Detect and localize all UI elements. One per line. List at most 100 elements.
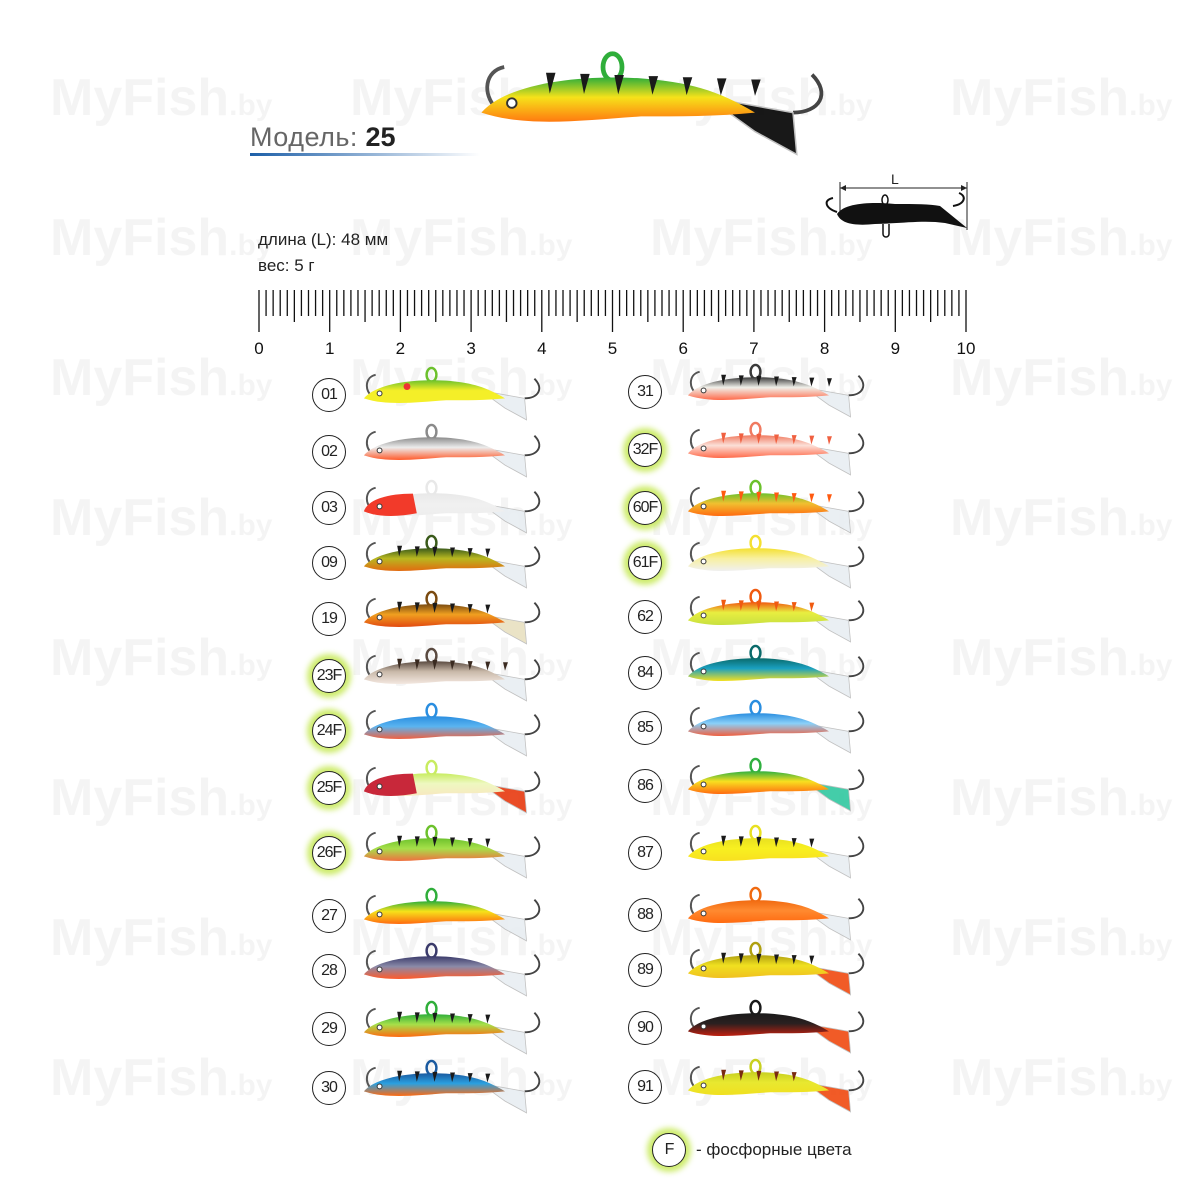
lure-color-image: [358, 1058, 554, 1122]
lure-drawing: [363, 534, 541, 589]
lure-drawing: [363, 824, 541, 879]
lure-color-image: [682, 362, 878, 426]
lure-drawing: [687, 757, 865, 812]
ruler-label: 3: [466, 339, 475, 358]
lure-color-image: [358, 589, 554, 653]
model-title: Модель: 25: [250, 122, 395, 153]
color-code-badge: 31: [628, 375, 662, 409]
color-code-badge: 25F: [312, 771, 346, 805]
lure-drawing: [363, 759, 541, 814]
watermark-text: MyFish.by: [50, 1048, 273, 1108]
color-code-badge: 23F: [312, 659, 346, 693]
ruler-label: 10: [957, 339, 976, 358]
model-label: Модель:: [250, 122, 358, 152]
lure-drawing: [481, 51, 824, 156]
lure-color-image: [358, 758, 554, 822]
ruler-label: 9: [891, 339, 900, 358]
model-number: 25: [365, 122, 396, 152]
lure-color-image: [358, 999, 554, 1063]
lure-color-image: [682, 940, 878, 1004]
color-code-badge: 26F: [312, 836, 346, 870]
lure-color-image: [358, 533, 554, 597]
watermark-text: MyFish.by: [50, 628, 273, 688]
lure-drawing: [687, 421, 865, 476]
watermark-text: MyFish.by: [950, 908, 1173, 968]
hero-lure-image: [470, 48, 850, 167]
color-code-badge: 60F: [628, 491, 662, 525]
color-code-badge: 62: [628, 600, 662, 634]
lure-color-image: [682, 643, 878, 707]
lure-drawing: [363, 702, 541, 757]
color-code-badge: 88: [628, 898, 662, 932]
color-code-badge: 61F: [628, 546, 662, 580]
lure-color-image: [682, 1057, 878, 1121]
lure-drawing: [363, 942, 541, 997]
color-code-badge: 90: [628, 1011, 662, 1045]
ruler-label: 8: [820, 339, 829, 358]
color-code-badge: 24F: [312, 714, 346, 748]
lure-drawing: [687, 999, 865, 1054]
lure-color-image: [358, 422, 554, 486]
ruler-label: 2: [396, 339, 405, 358]
watermark-text: MyFish.by: [950, 628, 1173, 688]
lure-color-image: [682, 533, 878, 597]
watermark-text: MyFish.by: [50, 908, 273, 968]
watermark-text: MyFish.by: [950, 488, 1173, 548]
color-code-badge: 85: [628, 711, 662, 745]
ruler-label: 5: [608, 339, 617, 358]
color-code-badge: 01: [312, 378, 346, 412]
lure-drawing: [363, 647, 541, 702]
lure-drawing: [363, 887, 541, 942]
color-code-badge: 89: [628, 953, 662, 987]
lure-color-image: [682, 698, 878, 762]
lure-drawing: [363, 423, 541, 478]
watermark-text: MyFish.by: [950, 768, 1173, 828]
lure-drawing: [363, 366, 541, 421]
color-code-badge: 91: [628, 1070, 662, 1104]
lure-drawing: [363, 1059, 541, 1114]
legend-phosphor-badge: F: [652, 1133, 686, 1167]
lure-color-image: [682, 587, 878, 651]
color-code-badge: 28: [312, 954, 346, 988]
watermark-text: MyFish.by: [50, 768, 273, 828]
color-code-badge: 86: [628, 769, 662, 803]
ruler-label: 0: [254, 339, 263, 358]
model-underline: [250, 153, 480, 156]
ruler-label: 4: [537, 339, 546, 358]
color-code-badge: 29: [312, 1012, 346, 1046]
lure-drawing: [687, 699, 865, 754]
ruler-label: 1: [325, 339, 334, 358]
lure-drawing: [687, 363, 865, 418]
spec-length: длина (L): 48 мм: [258, 230, 389, 249]
watermark-text: MyFish.by: [950, 1048, 1173, 1108]
lure-drawing: [687, 1058, 865, 1113]
color-code-badge: 19: [312, 602, 346, 636]
color-code-badge: 32F: [628, 433, 662, 467]
lure-drawing: [687, 644, 865, 699]
color-code-badge: 30: [312, 1071, 346, 1105]
diagram-length-label: L: [891, 171, 899, 187]
lure-drawing: [687, 824, 865, 879]
lure-drawing: [363, 590, 541, 645]
lure-drawing: [363, 1000, 541, 1055]
lure-drawing: [687, 941, 865, 996]
lure-color-image: [682, 478, 878, 542]
legend: F - фосфорные цвета: [652, 1133, 852, 1167]
lure-color-image: [358, 823, 554, 887]
ruler-label: 6: [678, 339, 687, 358]
watermark-text: MyFish.by: [50, 488, 273, 548]
lure-color-image: [358, 701, 554, 765]
lure-color-image: [682, 998, 878, 1062]
legend-text: - фосфорные цвета: [696, 1140, 852, 1159]
lure-color-image: [682, 823, 878, 887]
lure-drawing: [687, 588, 865, 643]
color-code-badge: 84: [628, 656, 662, 690]
lure-color-image: [358, 646, 554, 710]
color-code-badge: 27: [312, 899, 346, 933]
lure-color-image: [358, 886, 554, 950]
lure-color-image: [682, 885, 878, 949]
lure-drawing: [363, 479, 541, 534]
lure-drawing: [687, 534, 865, 589]
color-code-badge: 09: [312, 546, 346, 580]
